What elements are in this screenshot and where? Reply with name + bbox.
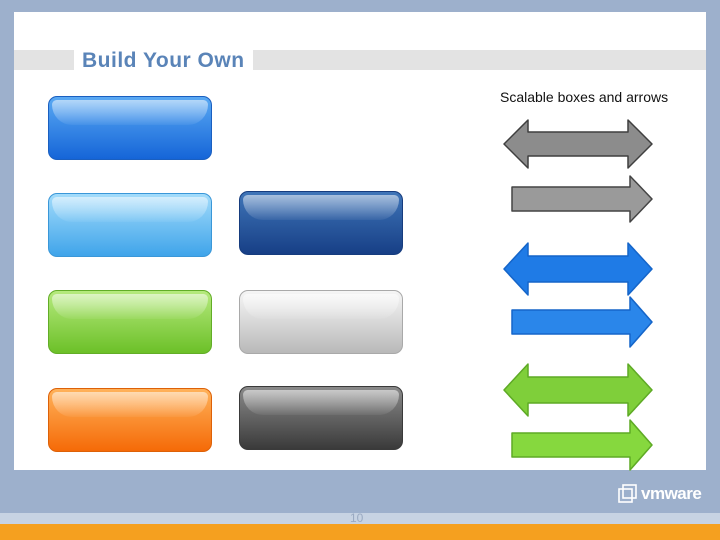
arrow-right-green[interactable] (510, 418, 654, 472)
box-navy[interactable] (239, 191, 403, 255)
box-blue[interactable] (48, 96, 212, 160)
slide-subtitle: Scalable boxes and arrows (500, 89, 669, 105)
arrow-right-gray[interactable] (510, 174, 654, 224)
arrow-double-gray[interactable] (502, 118, 654, 170)
box-green[interactable] (48, 290, 212, 354)
arrow-double-green[interactable] (502, 362, 654, 418)
box-orange[interactable] (48, 388, 212, 452)
slide-title: Build Your Own (74, 48, 253, 74)
page-number: 10 (350, 511, 364, 525)
arrow-right-blue[interactable] (510, 295, 654, 349)
slide-canvas: Build Your Own Scalable boxes and arrows (14, 12, 706, 472)
box-light-blue[interactable] (48, 193, 212, 257)
box-dark-gray[interactable] (239, 386, 403, 450)
box-silver[interactable] (239, 290, 403, 354)
footer-accent-bar (0, 524, 720, 540)
footer-light-band (0, 513, 720, 524)
vmware-logo-text: vmware (641, 484, 702, 503)
vmware-logo: vmware (618, 483, 702, 505)
vmware-logo-icon (618, 484, 637, 503)
arrow-double-blue[interactable] (502, 241, 654, 297)
